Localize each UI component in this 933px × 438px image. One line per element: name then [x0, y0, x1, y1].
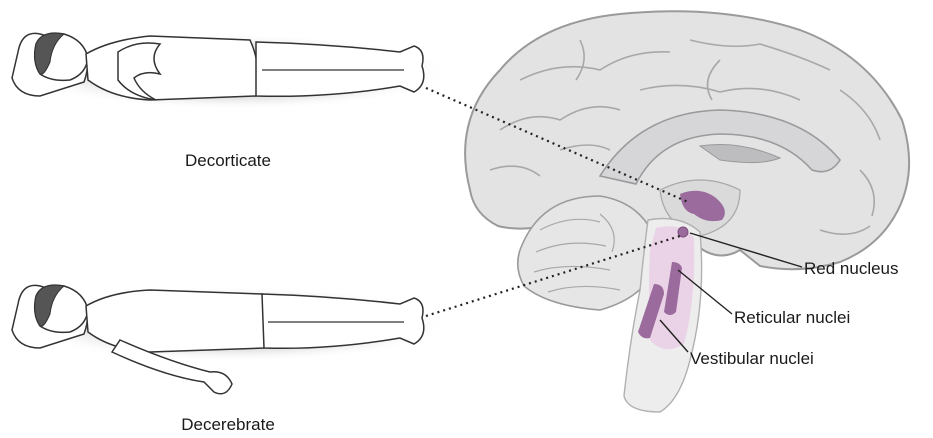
red-nucleus-label: Red nucleus — [804, 259, 899, 278]
vestibular-nuclei-label: Vestibular nuclei — [690, 349, 814, 368]
decerebrate-figure: Decerebrate — [12, 285, 450, 434]
decorticate-torso — [86, 36, 258, 100]
decerebrate-caption: Decerebrate — [181, 415, 275, 434]
reticular-nuclei-label: Reticular nuclei — [734, 308, 850, 327]
decorticate-figure: Decorticate — [12, 33, 450, 170]
decorticate-caption: Decorticate — [185, 151, 271, 170]
decerebrate-torso — [86, 290, 267, 352]
